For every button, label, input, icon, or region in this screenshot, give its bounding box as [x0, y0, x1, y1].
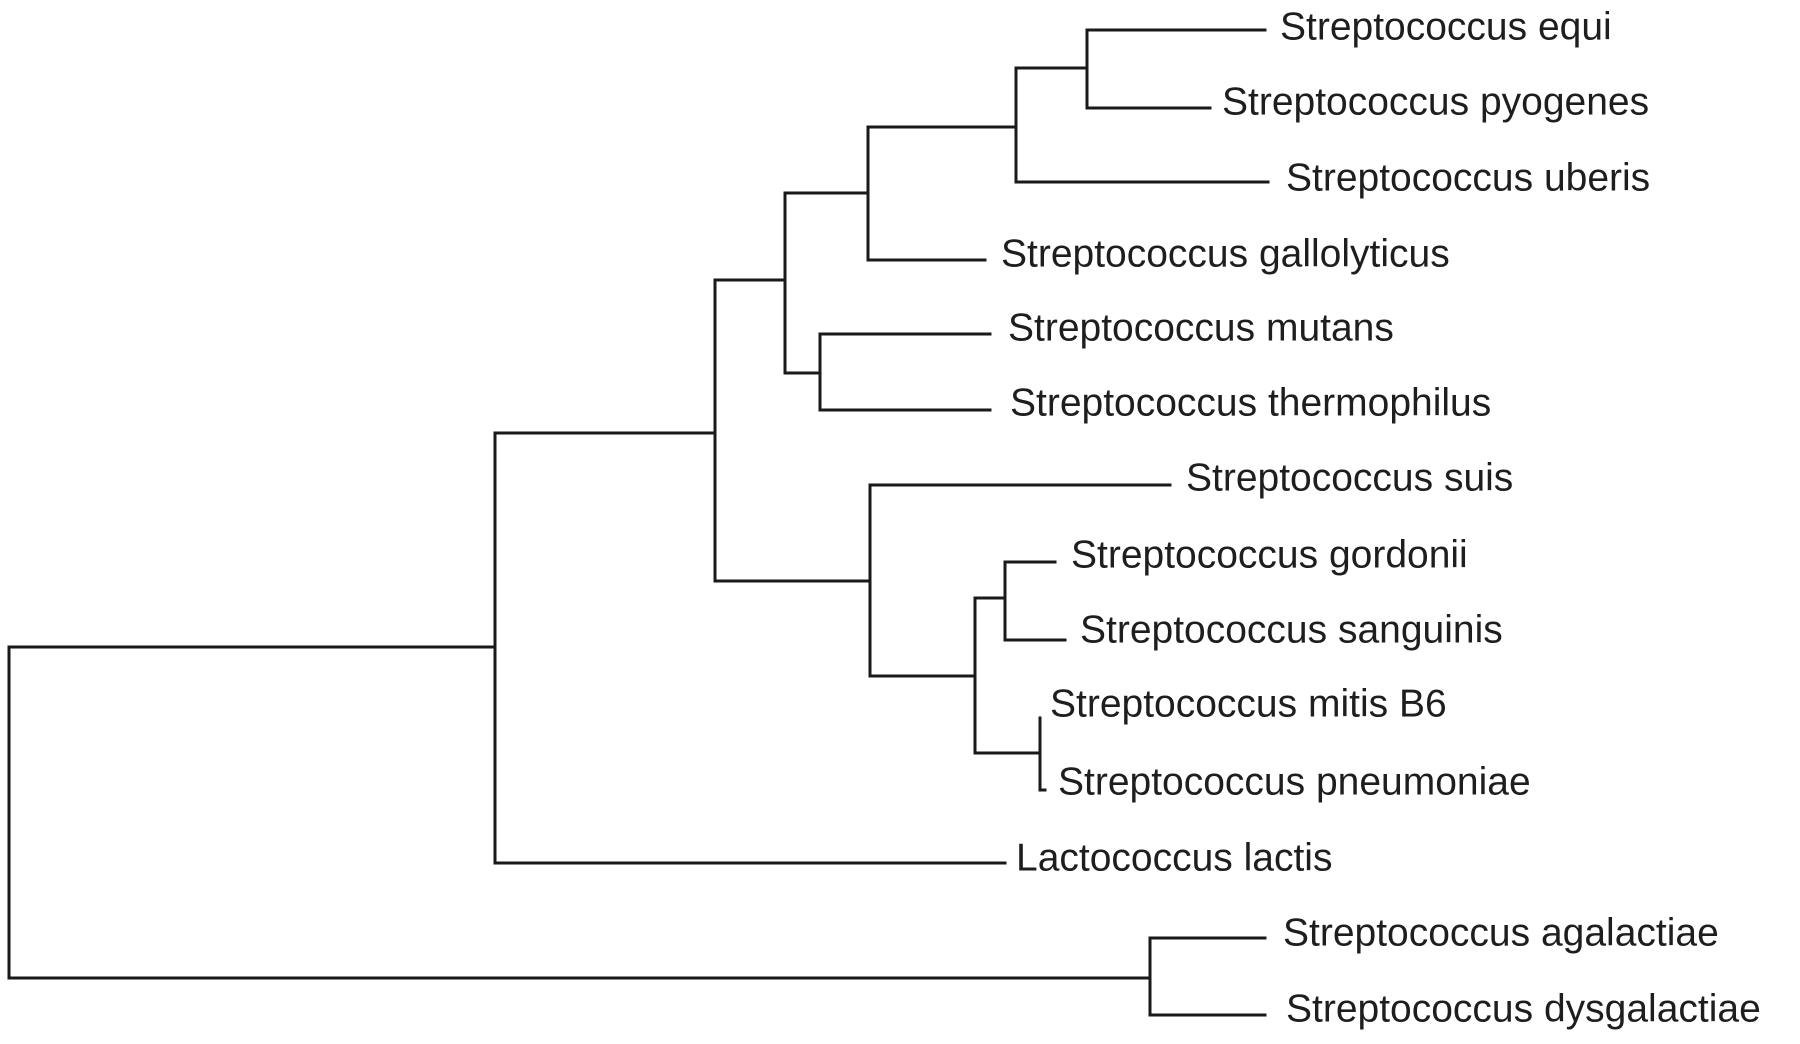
leaf-label-gallolyticus: Streptococcus gallolyticus: [1001, 232, 1450, 275]
leaf-label-mitis: Streptococcus mitis B6: [1050, 682, 1447, 725]
leaf-label-sanguinis: Streptococcus sanguinis: [1080, 608, 1503, 651]
tree-branches: [7, 28, 1270, 1017]
leaf-label-gordonii: Streptococcus gordonii: [1071, 533, 1468, 576]
leaf-label-uberis: Streptococcus uberis: [1286, 156, 1650, 199]
tree-labels: Streptococcus equi Streptococcus pyogene…: [1001, 5, 1761, 1030]
leaf-label-lactis: Lactococcus lactis: [1016, 836, 1332, 879]
leaf-label-pyogenes: Streptococcus pyogenes: [1222, 80, 1649, 123]
leaf-label-equi: Streptococcus equi: [1280, 5, 1612, 48]
leaf-label-suis: Streptococcus suis: [1186, 456, 1513, 499]
leaf-label-dysgalactiae: Streptococcus dysgalactiae: [1286, 987, 1761, 1030]
leaf-label-thermophilus: Streptococcus thermophilus: [1010, 381, 1491, 424]
leaf-label-agalactiae: Streptococcus agalactiae: [1283, 911, 1719, 954]
leaf-label-pneumoniae: Streptococcus pneumoniae: [1058, 760, 1531, 803]
leaf-label-mutans: Streptococcus mutans: [1008, 306, 1394, 349]
